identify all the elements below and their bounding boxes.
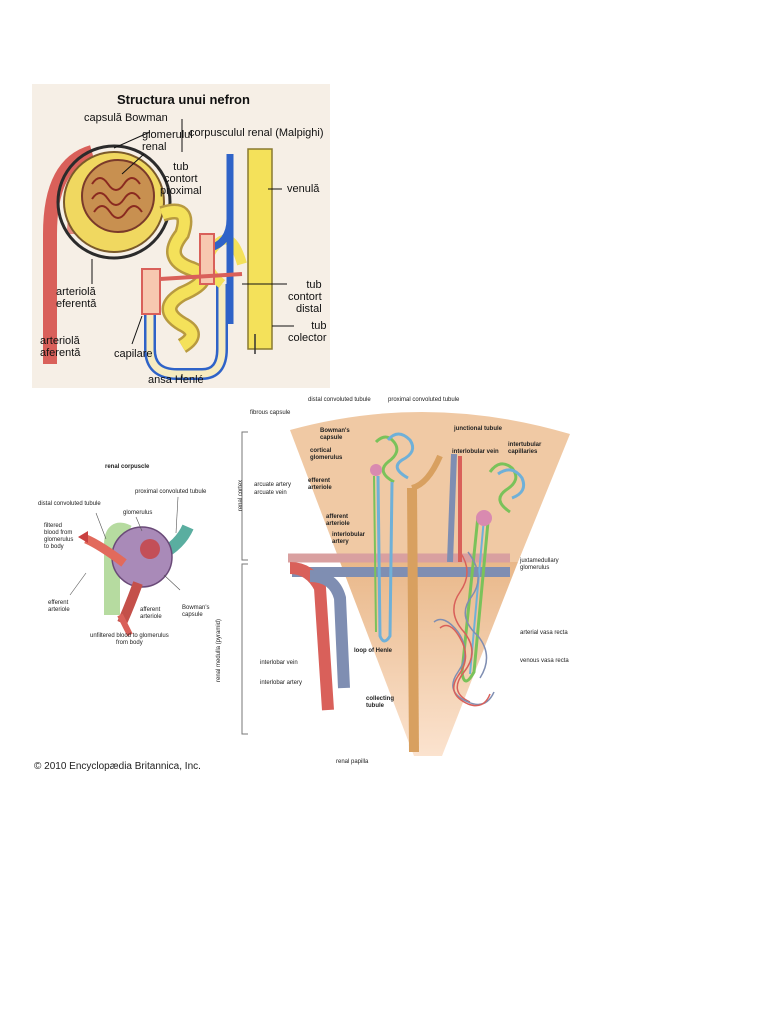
renal-corpuscle-title: renal corpuscle (105, 464, 150, 470)
glomerulus-shape (81, 159, 155, 233)
label-arterial-vasa-recta: arterial vasa recta (520, 630, 568, 636)
label-capilare: capilare (114, 348, 153, 360)
label-tub-colector: tub colector (288, 320, 327, 344)
label-afferent-small: afferent arteriole (140, 607, 162, 620)
label-glomerulus-small: glomerulus (123, 510, 153, 516)
renal-corpuscle-drawing (69, 496, 194, 637)
label-juxtamedullary-glomerulus: juxtamedullary glomerulus (520, 558, 559, 571)
label-unfiltered-blood: unfiltered blood to glomerulus from body (90, 633, 169, 646)
label-interlobular-vein: interlobular vein (452, 449, 499, 455)
label-interlobar-artery: interlobar artery (260, 680, 303, 686)
label-renal-cortex: renal cortex (238, 479, 245, 512)
label-proximal-tubule: proximal convoluted tubule (388, 397, 460, 403)
nephron-structure-figure: Structura unui nefron capsulă Bowman glo… (32, 84, 330, 388)
label-fibrous-capsule: fibrous capsule (250, 410, 291, 416)
label-loop-of-henle: loop of Henle (354, 648, 392, 654)
medulla-region (340, 562, 518, 756)
kidney-section-drawing (241, 411, 570, 756)
kidney-section-figure: distal convoluted tubule proximal convol… (216, 392, 588, 772)
renal-corpuscle-figure: renal corpuscle distal convoluted tubule… (30, 455, 260, 655)
label-arcuate-artery: arcuate artery (254, 482, 292, 488)
label-efferent-arteriole: efferent arteriole (308, 478, 332, 491)
label-interlobar-vein: interlobar vein (260, 660, 298, 666)
label-renal-papilla: renal papilla (336, 759, 369, 765)
label-proximal-tubule-small: proximal convoluted tubule (135, 489, 207, 495)
collecting-duct-shape (407, 487, 419, 753)
label-cortical-glomerulus: cortical glomerulus (310, 448, 343, 461)
label-distal-tubule-small: distal convoluted tubule (38, 501, 101, 507)
capillary-net-shape (141, 268, 161, 315)
label-tub-distal: tub contort distal (288, 279, 322, 315)
label-arteriola-eferenta: arteriolă eferentă (56, 286, 97, 310)
label-capsula-bowman: capsulă Bowman (84, 112, 168, 124)
label-venula: venulă (287, 183, 320, 195)
figure1-title: Structura unui nefron (117, 92, 250, 107)
label-corpuscul: corpusculul renal (Malpighi) (189, 127, 324, 139)
label-collecting-tubule: collecting tubule (366, 696, 395, 709)
label-bowman-capsule: Bowman's capsule (320, 428, 350, 441)
label-tub-proximal: tub contort proximal (160, 161, 202, 197)
label-intertubular-capillaries: intertubular capillaries (508, 442, 542, 455)
label-venous-vasa-recta: venous vasa recta (520, 658, 569, 664)
label-interlobular-artery: interlobular artery (332, 532, 366, 545)
label-junctional-tubule: junctional tubule (454, 426, 502, 432)
collecting-duct-shape (247, 148, 273, 350)
bowman-capsule-shape (56, 144, 172, 260)
loop-henle-shape (146, 274, 226, 378)
glomerulus-loops (91, 177, 143, 219)
label-arteriola-aferenta: arteriolă aferentă (40, 335, 81, 359)
label-bowman-small: Bowman's capsule (182, 605, 210, 618)
nephron-drawing (43, 119, 294, 380)
label-ansa-henle: ansa Henlé (148, 374, 204, 386)
label-renal-medulla: renal medulla (pyramid) (216, 618, 223, 683)
label-filtered-blood: filtered blood from glomerulus to body (44, 523, 74, 550)
label-arcuate-vein: arcuate vein (254, 490, 287, 496)
label-efferent-small: efferent arteriole (48, 600, 70, 613)
label-glomerul: glomerulul renal (142, 129, 193, 153)
label-afferent-arteriole: afferent arteriole (326, 514, 350, 527)
cortex-region (290, 411, 570, 562)
label-distal-tubule: distal convoluted tubule (308, 397, 371, 403)
copyright-notice: © 2010 Encyclopædia Britannica, Inc. (34, 761, 201, 772)
